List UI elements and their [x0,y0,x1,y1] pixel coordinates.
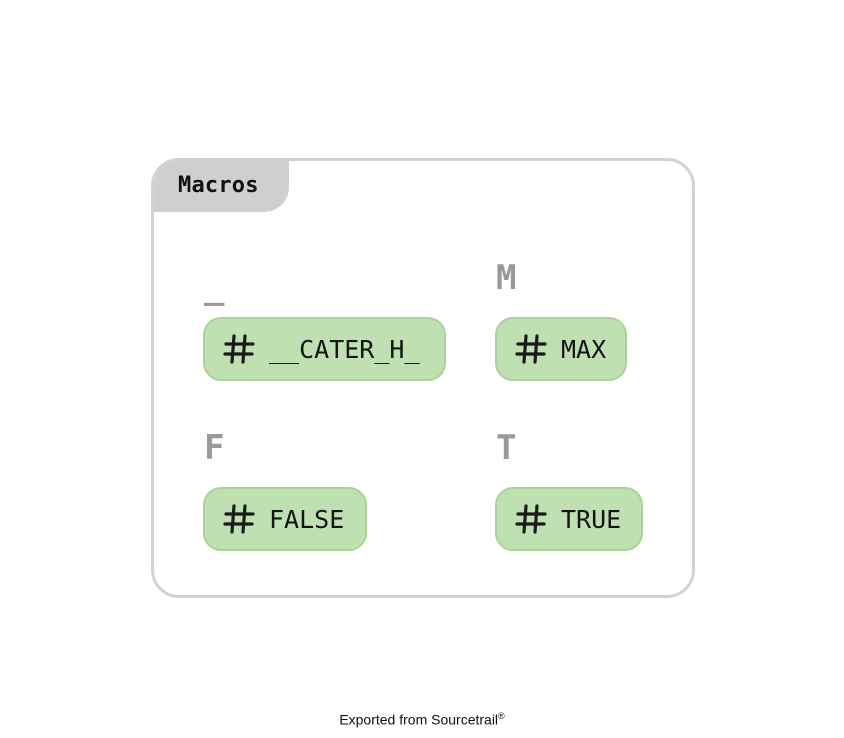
section-letter-m: M [496,258,517,298]
hash-icon [515,334,547,364]
macro-node-true[interactable]: TRUE [495,487,643,551]
group-title: Macros [178,173,259,198]
macro-node-cater-h[interactable]: __CATER_H_ [203,317,446,381]
macro-node-label: MAX [561,334,607,364]
macro-node-max[interactable]: MAX [495,317,627,381]
macro-node-label: TRUE [561,504,622,534]
section-letter-t: T [496,428,517,468]
hash-icon [223,334,255,364]
hash-icon [515,504,547,534]
group-header-tab [154,161,289,212]
section-letter-f: F [204,428,225,468]
registered-mark: ® [498,711,505,721]
export-footer: Exported from Sourcetrail® [0,711,844,728]
footer-text: Exported from Sourcetrail [339,711,499,728]
macro-node-label: __CATER_H_ [269,334,420,364]
hash-icon [223,504,255,534]
macro-node-false[interactable]: FALSE [203,487,367,551]
section-letter-underscore: _ [204,267,225,307]
macro-node-label: FALSE [269,504,345,534]
